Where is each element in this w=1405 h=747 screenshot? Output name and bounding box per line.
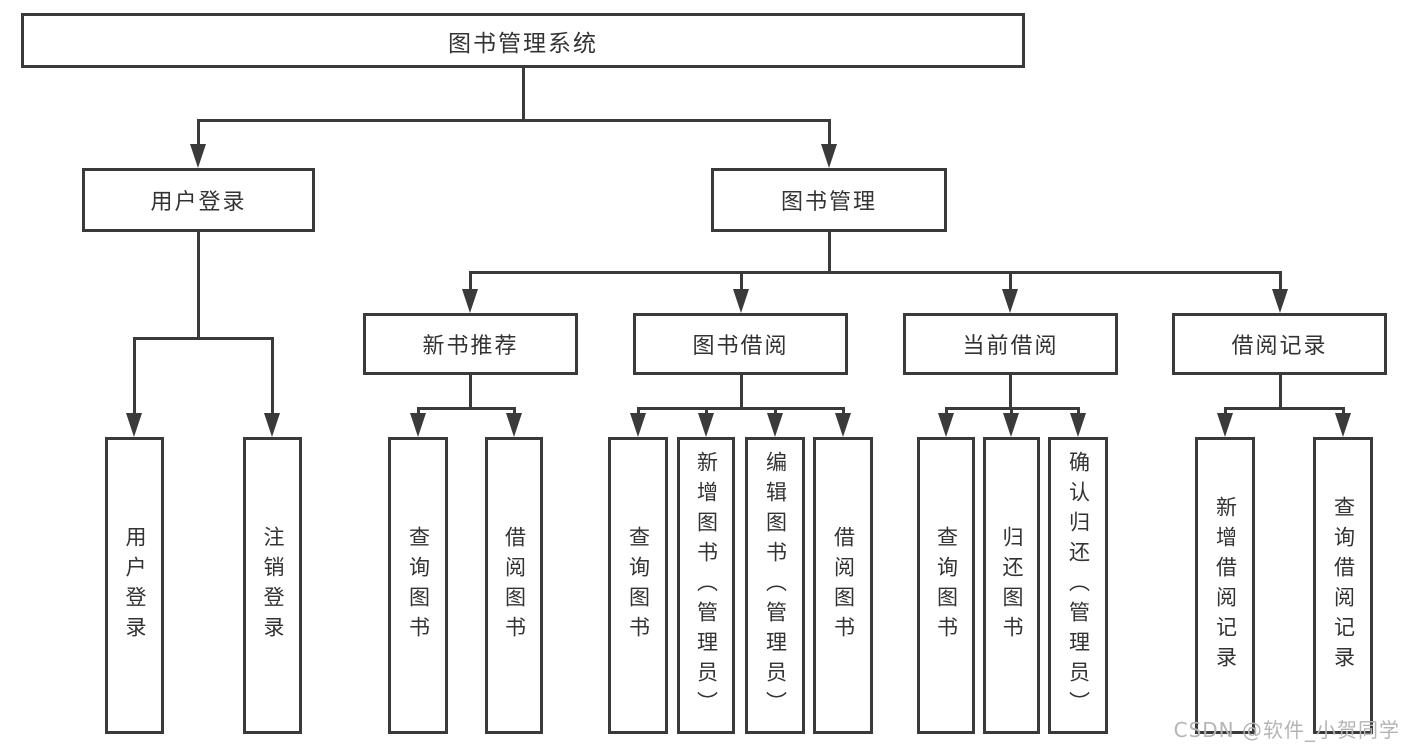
tree-edge-line [637,408,640,416]
tree-edge-line [637,407,845,410]
tree-edge-arrowhead [698,413,714,437]
tree-edge-arrowhead [506,413,522,437]
leaf-borrow-books-recommend: 借阅图书 [485,437,543,734]
tree-edge-arrowhead [767,413,783,437]
tree-edge-line [1077,408,1080,416]
leaf-query-borrow-record: 查询借阅记录 [1313,437,1373,734]
tree-edge-line [133,338,136,416]
leaf-return-books: 归还图书 [983,437,1040,734]
leaf-confirm-return-admin: 确认归还（管理员） [1048,437,1108,734]
tree-edge-arrowhead [1272,289,1288,313]
node-book-management-branch: 图书管理 [711,168,947,232]
tree-edge-line [1279,272,1282,291]
tree-edge-line [197,232,200,340]
tree-edge-line [705,408,708,416]
node-user-login-branch: 用户登录 [82,168,315,232]
tree-edge-arrowhead [190,144,206,168]
leaf-borrow-books-borrowing: 借阅图书 [813,437,873,734]
leaf-edit-books-admin: 编辑图书（管理员） [745,437,805,734]
tree-edge-arrowhead [410,413,426,437]
tree-edge-line [417,407,516,410]
tree-edge-arrowhead [462,289,478,313]
tree-edge-line [197,119,831,122]
tree-edge-line [1009,272,1012,291]
csdn-watermark: CSDN @软件_小贺同学 [1173,718,1400,742]
tree-edge-arrowhead [1003,413,1019,437]
tree-edge-line [197,120,200,147]
tree-edge-arrowhead [126,413,142,437]
leaf-query-books-recommend: 查询图书 [388,437,448,734]
tree-edge-arrowhead [1335,413,1351,437]
tree-edge-arrowhead [938,413,954,437]
leaf-user-login: 用户登录 [105,437,164,734]
tree-edge-line [774,408,777,416]
tree-edge-line [417,408,420,416]
leaf-add-books-admin: 新增图书（管理员） [677,437,735,734]
tree-edge-line [469,272,472,291]
tree-edge-line [1224,408,1227,416]
tree-edge-line [1224,407,1345,410]
tree-edge-line [1010,408,1013,416]
leaf-add-borrow-record: 新增借阅记录 [1195,437,1255,734]
node-borrowing-records: 借阅记录 [1172,313,1387,375]
tree-edge-arrowhead [733,289,749,313]
tree-edge-arrowhead [821,144,837,168]
tree-edge-line [133,337,274,340]
tree-edge-line [945,408,948,416]
tree-edge-line [1342,408,1345,416]
tree-edge-arrowhead [630,413,646,437]
tree-edge-line [271,338,274,416]
node-library-system: 图书管理系统 [21,13,1025,68]
node-current-borrowing: 当前借阅 [903,313,1118,375]
tree-edge-line [842,408,845,416]
tree-edge-line [1009,375,1012,410]
tree-edge-arrowhead [264,413,280,437]
tree-edge-line [1279,375,1282,410]
tree-edge-line [740,272,743,291]
tree-edge-line [469,375,472,410]
node-book-borrowing: 图书借阅 [633,313,848,375]
leaf-query-books-current: 查询图书 [917,437,975,734]
tree-edge-arrowhead [1217,413,1233,437]
leaf-query-books-borrowing: 查询图书 [608,437,668,734]
leaf-logout: 注销登录 [243,437,302,734]
tree-edge-arrowhead [835,413,851,437]
tree-edge-line [828,232,831,274]
node-new-book-recommendation: 新书推荐 [363,313,578,375]
tree-edge-arrowhead [1070,413,1086,437]
tree-edge-arrowhead [1002,289,1018,313]
tree-edge-line [522,68,525,122]
tree-edge-line [513,408,516,416]
tree-edge-line [740,375,743,410]
tree-edge-line [828,120,831,147]
tree-edge-line [469,271,1282,274]
